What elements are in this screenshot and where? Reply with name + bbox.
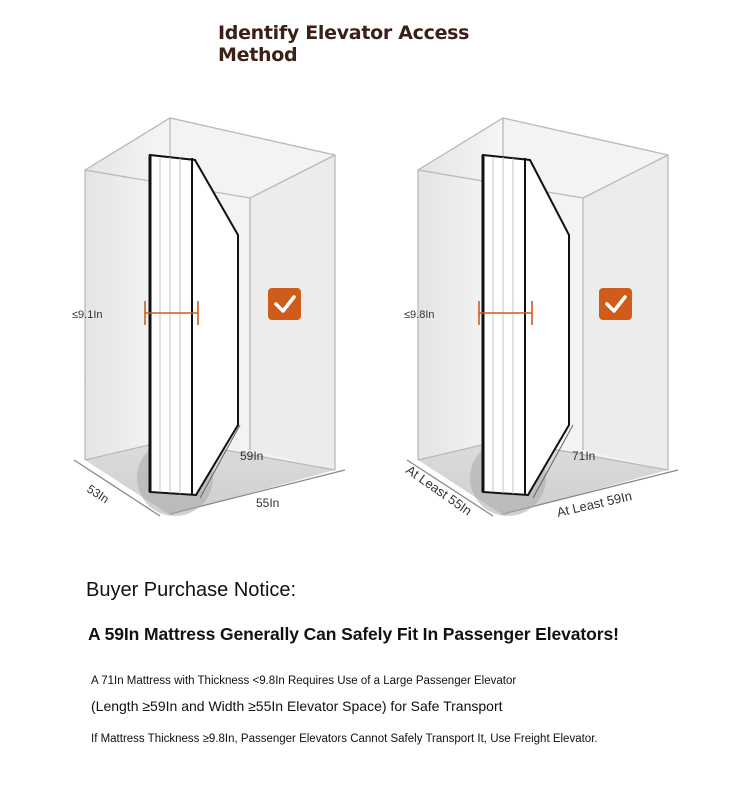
mattress [148,153,239,497]
mattress [481,153,570,497]
width-label: 55In [256,496,279,510]
thickness-marker [144,301,199,325]
elevator-right: ≤9.8In 71In At Least 55In At Least 59In [403,117,679,520]
check-badge-icon [599,288,632,320]
notice-line-3: If Mattress Thickness ≥9.8In, Passenger … [91,733,598,745]
page-title: Identify Elevator Access Method [218,22,470,66]
depth-label: 53In [84,482,111,506]
check-badge-icon [268,288,301,320]
elevator-diagram: ≤9.1In 59In 53In 55In [72,117,679,520]
thickness-label: ≤9.1In [72,309,103,321]
notice-heading: Buyer Purchase Notice: [86,579,297,601]
mattress-length-label: 59In [240,449,263,463]
notice-line-1: A 71In Mattress with Thickness <9.8In Re… [91,675,517,687]
thickness-marker [478,301,533,325]
elevator-left: ≤9.1In 59In 53In 55In [72,117,346,517]
notice-headline: A 59In Mattress Generally Can Safely Fit… [88,624,619,644]
thickness-label: ≤9.8In [404,309,435,321]
mattress-length-label: 71In [572,449,595,463]
notice-line-2: (Length ≥59In and Width ≥55In Elevator S… [91,698,503,714]
